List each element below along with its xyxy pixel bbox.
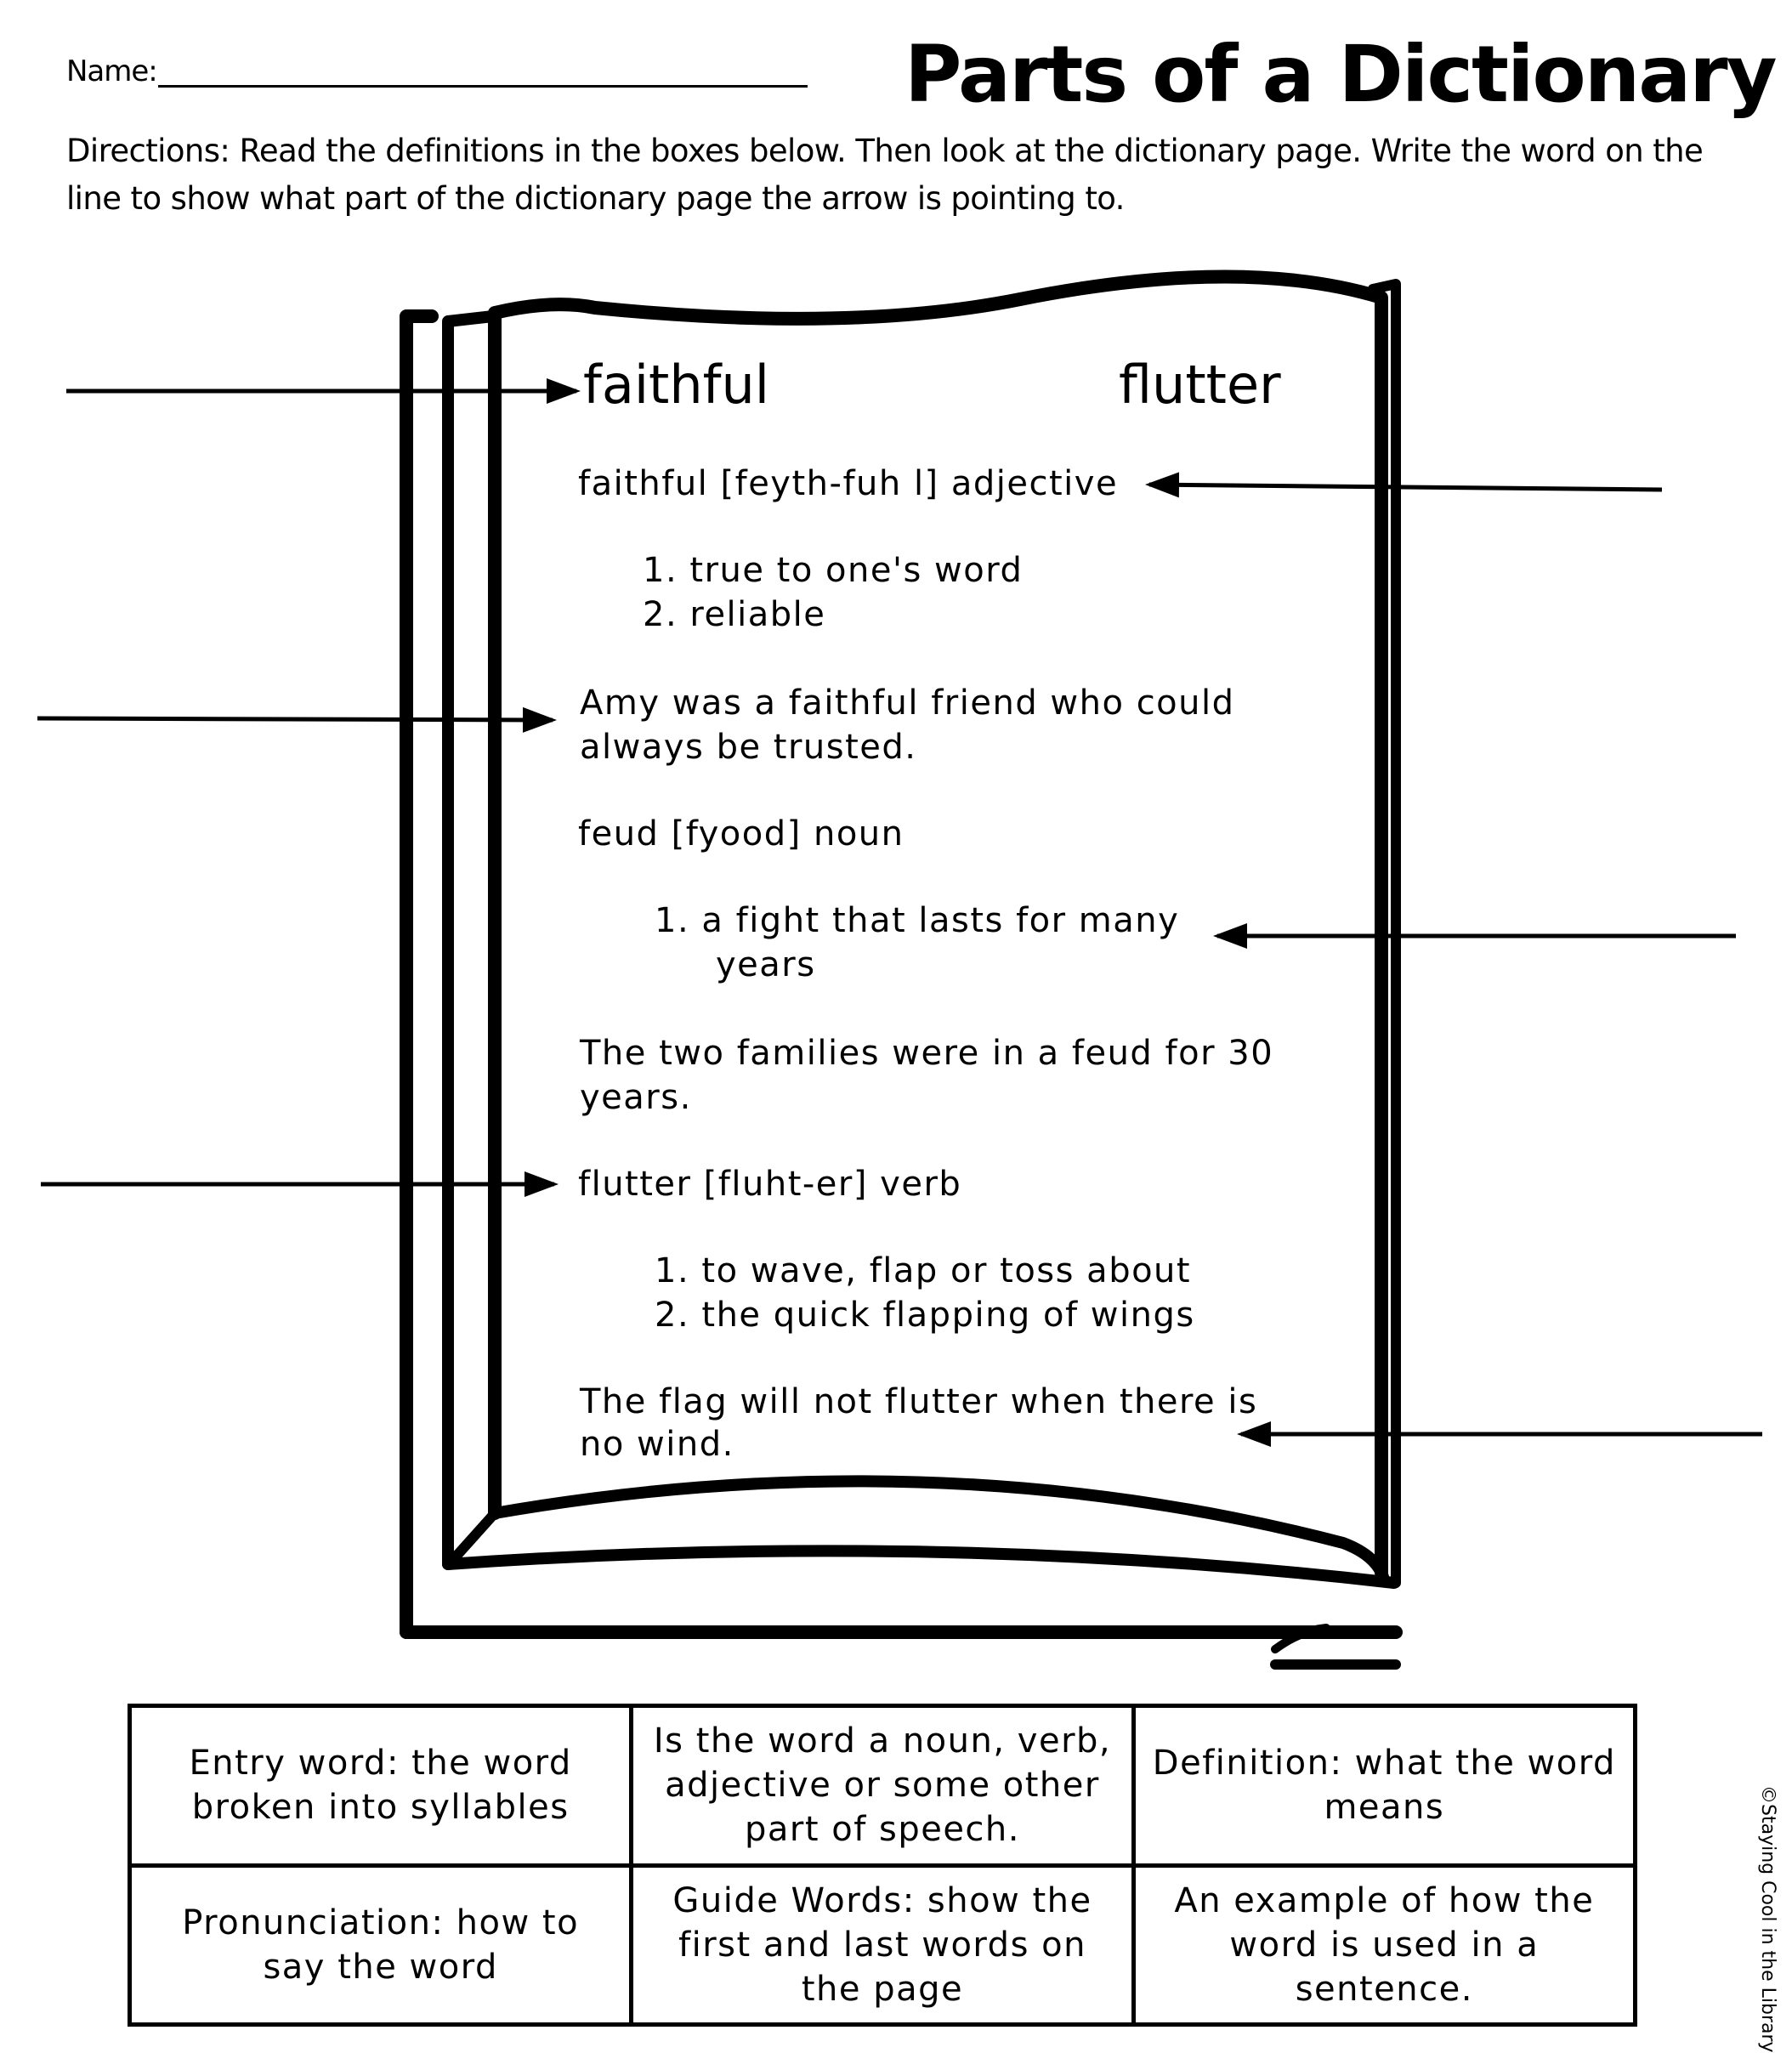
definition-line: 1. true to one's word [643,551,1023,590]
label-arrows [37,378,1762,1447]
entry-headline: feud [fyood] noun [578,814,905,854]
entry-headline: flutter [fluht-er] verb [578,1165,961,1204]
example-sentence-line: no wind. [580,1425,734,1464]
entry-headline: faithful [feyth-fuh l] adjective [578,464,1118,503]
dictionary-page-content: faithful flutter faithful [feyth-fuh l] … [578,354,1281,1464]
page-title: Parts of a Dictionary [905,29,1778,120]
definition-line: 2. the quick flapping of wings [655,1296,1195,1335]
directions-text: Directions: Read the definitions in the … [66,133,1704,217]
name-label: Name: [66,54,158,88]
definition-line: 1. to wave, flap or toss about [655,1251,1191,1290]
arrow-part-of-speech [1145,472,1663,498]
key-cell-part-of-speech: Is the word a noun, verb, adjective or s… [629,1704,1136,1868]
copyright-credit: ©Staying Cool in the Library [1757,1785,1778,2053]
guide-word-right: flutter [1119,354,1281,416]
definition-line: 1. a fight that lasts for many [655,901,1179,940]
book-outline-icon [400,269,1403,1670]
definitions-key-table: Entry word: the word broken into syllabl… [127,1704,1638,2027]
definition-line: years [716,945,816,984]
table-row: Entry word: the word broken into syllabl… [127,1704,1638,1868]
example-sentence-line: always be trusted. [580,728,917,767]
key-cell-entry-word: Entry word: the word broken into syllabl… [127,1704,634,1868]
example-sentence-line: The flag will not flutter when there is [579,1382,1257,1421]
arrow-example-sentence-1 [37,706,557,733]
key-cell-example-sentence: An example of how the word is used in a … [1131,1863,1638,2027]
definition-line: 2. reliable [643,595,825,634]
table-row: Pronunciation: how to say the word Guide… [127,1863,1638,2027]
example-sentence-line: years. [580,1078,692,1117]
guide-word-left: faithful [583,354,769,416]
key-cell-pronunciation: Pronunciation: how to say the word [127,1863,634,2027]
example-sentence-line: The two families were in a feud for 30 [579,1034,1273,1073]
key-cell-definition: Definition: what the word means [1131,1704,1638,1868]
example-sentence-line: Amy was a faithful friend who could [580,683,1235,723]
key-cell-guide-words: Guide Words: show the first and last wor… [629,1863,1136,2027]
name-answer-line[interactable] [158,85,808,88]
